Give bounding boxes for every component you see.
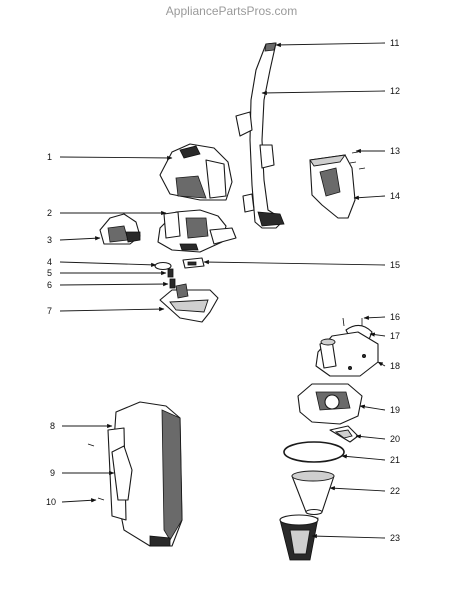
callout-21: 21 [390,455,400,465]
callout-13: 13 [390,146,400,156]
callout-23: 23 [390,533,400,543]
callout-3: 3 [47,235,52,245]
handle-tube-part [235,42,285,229]
callout-16: 16 [390,312,400,322]
dirt-cup-part-8 [107,401,183,547]
callout-2: 2 [47,208,52,218]
callout-12: 12 [390,86,400,96]
screws-13 [349,151,366,170]
gasket-part-20 [329,425,359,443]
callout-20: 20 [390,434,400,444]
callout-9: 9 [50,468,55,478]
plate-part-18 [315,331,379,377]
leader-lines [59,42,386,539]
watermark-text: AppliancePartsPros.com [165,4,298,18]
filter-cup-part-23 [279,514,319,561]
callout-14: 14 [390,191,400,201]
callout-1: 1 [47,152,52,162]
callout-15: 15 [390,260,400,270]
callout-5: 5 [47,268,52,278]
callout-4: 4 [47,257,52,267]
base-plate-part [159,283,219,323]
callout-labels: 1 2 3 4 5 6 7 8 9 10 11 12 13 14 15 16 1… [46,38,400,543]
callout-10: 10 [46,497,56,507]
callout-19: 19 [390,405,400,415]
callout-8: 8 [50,421,55,431]
screws-16 [342,317,363,327]
callout-6: 6 [47,280,52,290]
callout-7: 7 [47,306,52,316]
ring-part-21 [283,441,345,463]
handle-bracket-part [309,154,356,219]
base-part-19 [297,383,363,425]
screw-part-10 [87,443,105,501]
housing-part-2 [157,209,237,253]
filter-cone-part-22 [291,470,335,516]
small-parts-4-5-6-15 [154,257,205,289]
hood-part [159,143,233,201]
callout-22: 22 [390,486,400,496]
callout-18: 18 [390,361,400,371]
cover-part-3 [99,213,141,245]
callout-17: 17 [390,331,400,341]
callout-11: 11 [390,38,399,48]
